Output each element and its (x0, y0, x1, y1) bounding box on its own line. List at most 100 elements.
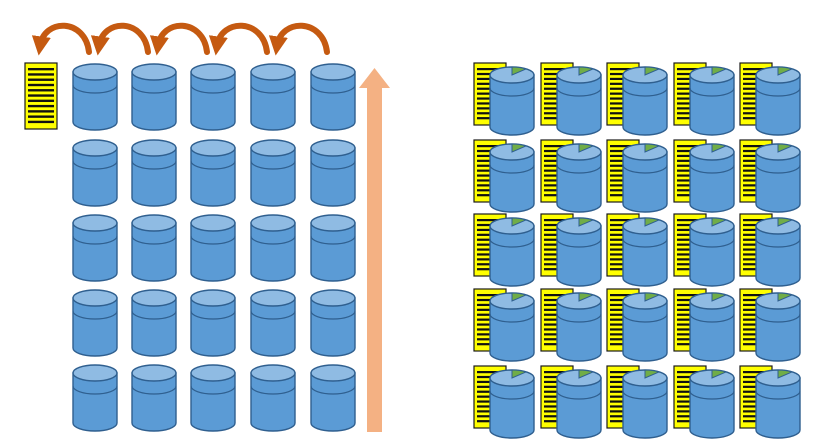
green-wedge-icon (511, 66, 528, 76)
green-wedge-icon (711, 369, 728, 379)
database-cylinder-icon (556, 217, 602, 287)
database-cylinder-icon (755, 217, 801, 287)
database-cylinder-icon (72, 214, 118, 282)
database-cylinder-icon (556, 66, 602, 136)
database-cylinder-icon (72, 63, 118, 131)
database-cylinder-icon (689, 143, 735, 213)
curved-arrow-left-icon (208, 22, 270, 56)
green-wedge-icon (644, 292, 661, 302)
green-wedge-icon (578, 66, 595, 76)
database-cylinder-icon (131, 63, 177, 131)
cylinder-with-log-and-wedge-icon (673, 62, 735, 136)
database-cylinder-icon (72, 364, 118, 432)
green-wedge-icon (578, 217, 595, 227)
cylinder-with-log-and-wedge-icon (673, 139, 735, 213)
arrow-up-icon (359, 68, 390, 432)
database-cylinder-icon (489, 217, 535, 287)
cylinder-with-log-and-wedge-icon (606, 365, 668, 439)
database-cylinder-icon (489, 143, 535, 213)
striped-log-icon (24, 62, 58, 130)
green-wedge-icon (711, 217, 728, 227)
cylinder-with-log-and-wedge-icon (540, 365, 602, 439)
database-cylinder-icon (622, 143, 668, 213)
database-cylinder-icon (310, 63, 356, 131)
cylinder-with-log-and-wedge-icon (739, 213, 801, 287)
database-cylinder-icon (310, 214, 356, 282)
database-cylinder-icon (250, 139, 296, 207)
cylinder-with-log-and-wedge-icon (673, 365, 735, 439)
database-cylinder-icon (622, 369, 668, 439)
green-wedge-icon (644, 369, 661, 379)
database-cylinder-icon (250, 289, 296, 357)
cylinder-with-log-and-wedge-icon (606, 139, 668, 213)
database-cylinder-icon (489, 66, 535, 136)
green-wedge-icon (511, 143, 528, 153)
cylinder-with-log-and-wedge-icon (673, 288, 735, 362)
database-cylinder-icon (131, 364, 177, 432)
cylinder-with-log-and-wedge-icon (739, 62, 801, 136)
left-panel (24, 22, 390, 432)
curved-arrow-left-icon (90, 22, 151, 56)
curved-arrow-left-icon (149, 22, 210, 56)
green-wedge-icon (578, 143, 595, 153)
database-cylinder-icon (622, 292, 668, 362)
database-cylinder-icon (131, 214, 177, 282)
database-cylinder-icon (250, 63, 296, 131)
green-wedge-icon (777, 143, 794, 153)
green-wedge-icon (711, 292, 728, 302)
database-cylinder-icon (190, 214, 236, 282)
green-wedge-icon (777, 292, 794, 302)
database-cylinder-icon (190, 364, 236, 432)
green-wedge-icon (711, 143, 728, 153)
database-cylinder-icon (250, 364, 296, 432)
database-cylinder-icon (556, 292, 602, 362)
cylinder-with-log-and-wedge-icon (739, 365, 801, 439)
database-cylinder-icon (489, 369, 535, 439)
cylinder-with-log-and-wedge-icon (739, 139, 801, 213)
green-wedge-icon (511, 369, 528, 379)
green-wedge-icon (777, 217, 794, 227)
database-cylinder-icon (72, 139, 118, 207)
green-wedge-icon (578, 292, 595, 302)
database-cylinder-icon (755, 143, 801, 213)
cylinder-with-log-and-wedge-icon (606, 213, 668, 287)
database-cylinder-icon (755, 292, 801, 362)
database-cylinder-icon (556, 369, 602, 439)
database-cylinder-icon (689, 217, 735, 287)
cylinder-with-log-and-wedge-icon (673, 213, 735, 287)
database-cylinder-icon (689, 369, 735, 439)
database-cylinder-icon (755, 66, 801, 136)
cylinder-with-log-and-wedge-icon (739, 288, 801, 362)
green-wedge-icon (644, 66, 661, 76)
green-wedge-icon (644, 217, 661, 227)
database-cylinder-icon (310, 289, 356, 357)
cylinder-with-log-and-wedge-icon (473, 213, 535, 287)
green-wedge-icon (777, 369, 794, 379)
database-cylinder-icon (310, 364, 356, 432)
cylinder-with-log-and-wedge-icon (540, 139, 602, 213)
database-cylinder-icon (489, 292, 535, 362)
database-cylinder-icon (190, 289, 236, 357)
green-wedge-icon (777, 66, 794, 76)
green-wedge-icon (578, 369, 595, 379)
database-cylinder-icon (190, 63, 236, 131)
green-wedge-icon (511, 292, 528, 302)
database-cylinder-icon (556, 143, 602, 213)
cylinder-with-log-and-wedge-icon (540, 62, 602, 136)
green-wedge-icon (511, 217, 528, 227)
cylinder-with-log-and-wedge-icon (540, 288, 602, 362)
database-cylinder-icon (755, 369, 801, 439)
cylinder-with-log-and-wedge-icon (473, 62, 535, 136)
database-cylinder-icon (689, 292, 735, 362)
database-cylinder-icon (131, 139, 177, 207)
green-wedge-icon (644, 143, 661, 153)
cylinder-with-log-and-wedge-icon (473, 139, 535, 213)
curved-arrow-left-icon (31, 22, 92, 56)
curved-arrow-left-icon (268, 22, 330, 56)
database-cylinder-icon (250, 214, 296, 282)
database-cylinder-icon (622, 217, 668, 287)
cylinder-with-log-and-wedge-icon (473, 288, 535, 362)
right-panel (473, 62, 801, 439)
cylinder-with-log-and-wedge-icon (540, 213, 602, 287)
